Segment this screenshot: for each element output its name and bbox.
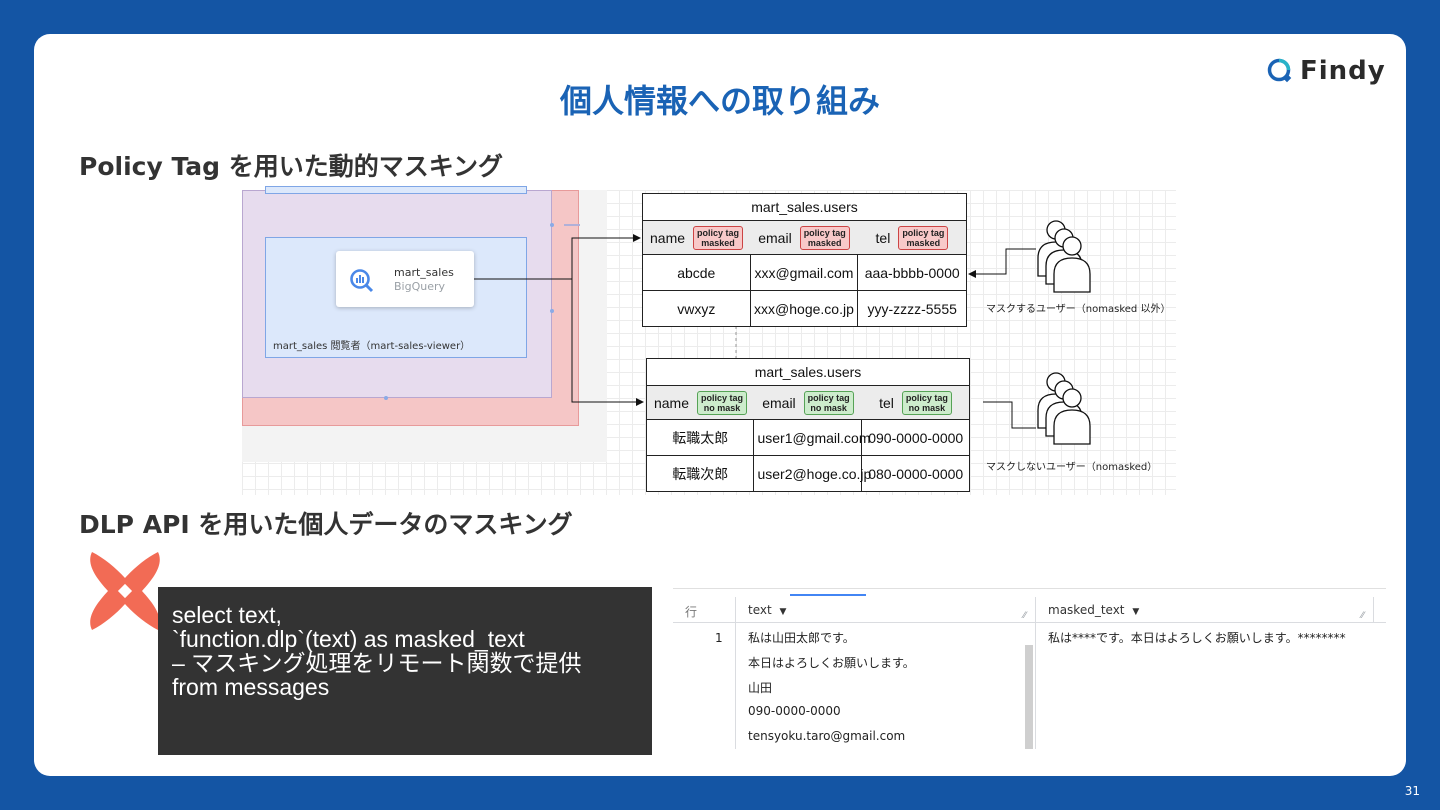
query-result-table: 行 text ▼ ⁄⁄ masked_text ▼ ⁄⁄ 1 私は山田太郎です。… — [673, 588, 1386, 749]
logo-text: Findy — [1300, 56, 1386, 86]
table-row: 転職次郎 user2@hoge.co.jp 080-0000-0000 — [645, 455, 970, 492]
text-cell-line: 私は山田太郎です。 — [748, 631, 855, 645]
table-row: vwxyz xxx@hoge.co.jp yyy-zzzz-5555 — [642, 290, 967, 327]
viewer-group-label: mart_sales 閲覧者（mart-sales-viewer） — [273, 341, 471, 352]
bigquery-card: mart_sales BigQuery — [336, 251, 474, 307]
column-divider — [1373, 597, 1374, 623]
sort-dropdown-icon[interactable]: ▼ — [1132, 607, 1140, 617]
sql-code-block: select text, `function.dlp`(text) as mas… — [158, 587, 652, 755]
bigquery-dataset-name: mart_sales — [394, 266, 454, 279]
dbt-logo-icon — [90, 552, 160, 630]
code-line: – マスキング処理をリモート関数で提供 — [172, 650, 582, 676]
text-cell-line: 090-0000-0000 — [748, 704, 841, 718]
column-header-masked-text[interactable]: masked_text ▼ — [1048, 603, 1139, 617]
column-label: tel — [875, 229, 891, 246]
column-label: email — [762, 394, 796, 411]
bigquery-icon — [350, 269, 374, 293]
table-cell: 転職次郎 — [645, 455, 755, 492]
column-header-label: text — [748, 603, 772, 617]
column-label: name — [650, 229, 686, 246]
table-row: 転職太郎 user1@gmail.com 090-0000-0000 — [645, 419, 970, 456]
column-label: name — [653, 394, 689, 411]
column-header-text[interactable]: text ▼ — [748, 603, 786, 617]
unmasked-users-icon — [1037, 372, 1091, 445]
findy-logo-icon — [1267, 58, 1292, 83]
active-tab-indicator — [790, 594, 866, 596]
code-line: select text, — [172, 602, 282, 628]
column-divider — [735, 597, 736, 749]
table-cell: xxx@gmail.com — [749, 254, 859, 291]
column-resize-handle[interactable]: ⁄⁄ — [1361, 611, 1365, 621]
row-number: 1 — [715, 631, 723, 645]
diagram-connectors — [384, 223, 1036, 429]
section-heading-dlp: DLP API を用いた個人データのマスキング — [79, 510, 573, 539]
text-cell-line: tensyoku.taro@gmail.com — [748, 729, 906, 743]
unmasked-table-name: mart_sales.users — [646, 358, 970, 386]
column-label: email — [758, 229, 792, 246]
unmasked-user-label: マスクしないユーザー（nomasked） — [986, 462, 1158, 473]
bigquery-service-label: BigQuery — [394, 280, 446, 293]
table-cell: user1@gmail.com — [753, 419, 870, 456]
group-box-top — [265, 186, 527, 194]
section-heading-policy-tag: Policy Tag を用いた動的マスキング — [79, 152, 504, 181]
masked-user-label: マスクするユーザー（nomasked 以外） — [986, 304, 1171, 315]
masked-table-name: mart_sales.users — [642, 193, 967, 221]
table-cell: 090-0000-0000 — [861, 419, 970, 456]
table-cell: user2@hoge.co.jp — [753, 455, 871, 492]
table-cell: abcde — [642, 254, 751, 291]
text-cell-line: 本日はよろしくお願いします。 — [748, 656, 915, 670]
code-line: from messages — [172, 674, 330, 700]
page-number: 31 — [1404, 784, 1420, 798]
masked-text-cell: 私は****です。本日はよろしくお願いします。******** — [1048, 631, 1346, 645]
row-number-header: 行 — [685, 605, 698, 619]
table-row: abcde xxx@gmail.com aaa-bbbb-0000 — [642, 254, 967, 291]
table-cell: vwxyz — [642, 290, 751, 327]
column-resize-handle[interactable]: ⁄⁄ — [1023, 611, 1027, 621]
table-cell: 080-0000-0000 — [861, 455, 970, 492]
table-cell: xxx@hoge.co.jp — [749, 290, 859, 327]
table-cell: yyy-zzzz-5555 — [857, 290, 967, 327]
column-header-label: masked_text — [1048, 603, 1125, 617]
column-label: tel — [879, 394, 894, 411]
column-divider — [1035, 597, 1036, 749]
code-line: `function.dlp`(text) as masked_text — [172, 626, 525, 652]
slide-title: 個人情報への取り組み — [559, 82, 880, 120]
table-cell: 転職太郎 — [645, 419, 755, 456]
masked-users-icon — [1037, 220, 1091, 293]
text-cell-line: 山田 — [748, 681, 773, 695]
table-cell: aaa-bbbb-0000 — [857, 254, 967, 291]
sort-dropdown-icon[interactable]: ▼ — [779, 607, 787, 617]
cell-scrollbar[interactable] — [1025, 645, 1033, 749]
policy-tag-diagram: mart_sales BigQuery mart_sales 閲覧者（mart-… — [242, 186, 1176, 495]
result-header-row — [673, 597, 1386, 623]
findy-logo: Findy — [1266, 56, 1386, 86]
